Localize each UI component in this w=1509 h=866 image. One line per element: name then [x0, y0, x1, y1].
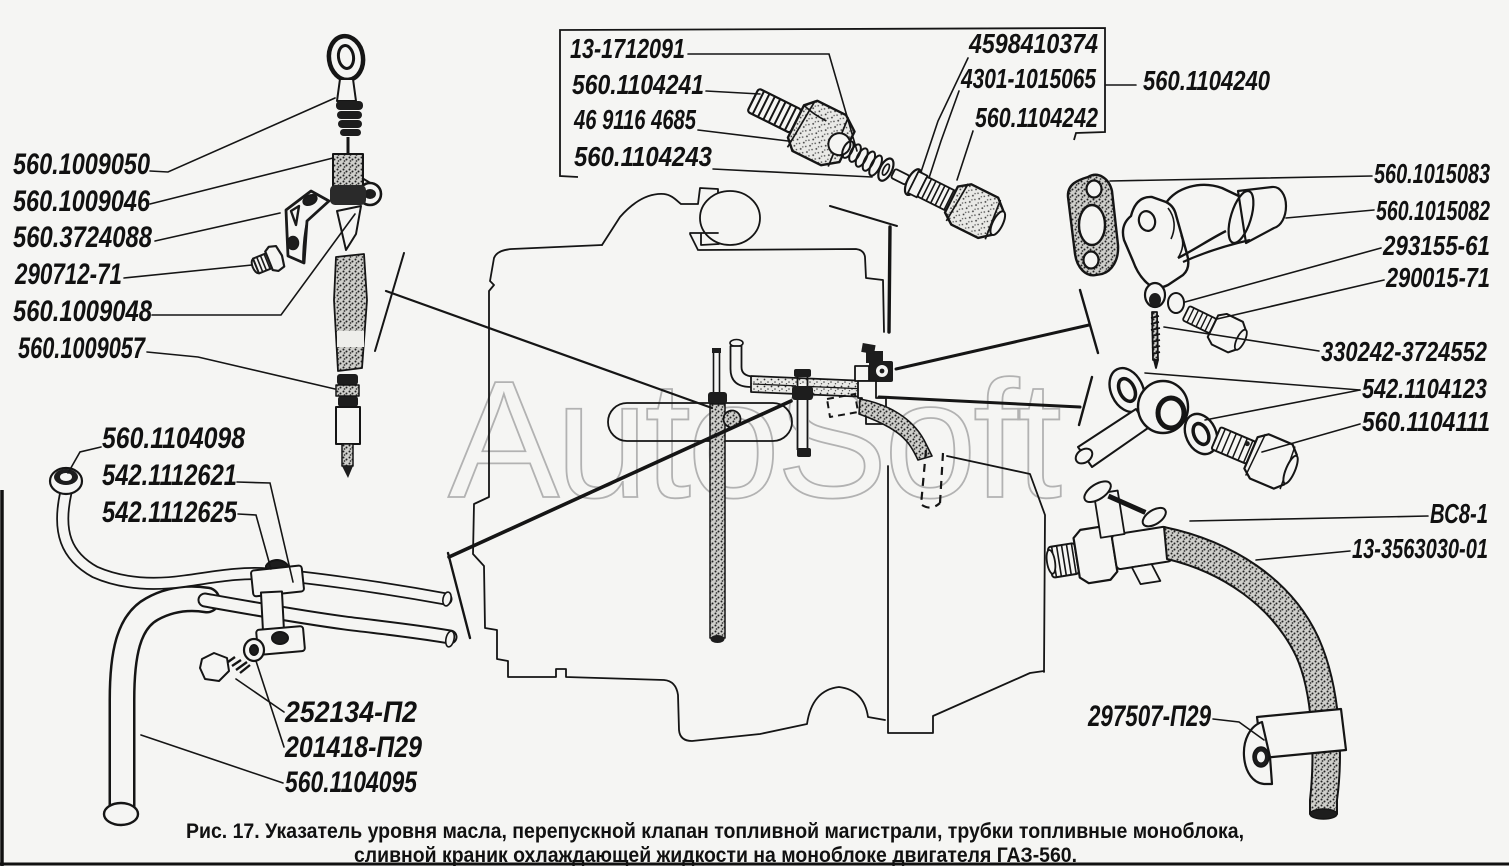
svg-text:560.1009057: 560.1009057	[18, 332, 146, 365]
svg-text:13-1712091: 13-1712091	[570, 33, 685, 64]
svg-text:560.1009050: 560.1009050	[13, 148, 150, 181]
svg-text:560.1015083: 560.1015083	[1374, 158, 1490, 189]
svg-text:201418-П29: 201418-П29	[284, 731, 422, 764]
svg-text:560.1104098: 560.1104098	[102, 422, 245, 455]
svg-text:542.1112621: 542.1112621	[102, 459, 237, 492]
svg-text:560.1104095: 560.1104095	[285, 766, 418, 799]
svg-text:560.1104240: 560.1104240	[1143, 65, 1270, 96]
svg-text:560.1009048: 560.1009048	[13, 295, 152, 328]
svg-text:13-3563030-01: 13-3563030-01	[1352, 533, 1488, 564]
svg-text:46 9116 4685: 46 9116 4685	[573, 104, 696, 135]
svg-text:4598410374: 4598410374	[968, 28, 1098, 59]
svg-text:330242-3724552: 330242-3724552	[1321, 336, 1487, 367]
svg-text:ВС8-1: ВС8-1	[1430, 498, 1488, 529]
svg-text:AutoSoft: AutoSoft	[448, 347, 1062, 533]
svg-text:560.1104241: 560.1104241	[572, 69, 704, 100]
svg-text:сливной краник охлаждающей жид: сливной краник охлаждающей жидкости на м…	[354, 843, 1077, 866]
svg-text:560.1015082: 560.1015082	[1376, 195, 1490, 226]
svg-text:Рис. 17. Указатель уровня масл: Рис. 17. Указатель уровня масла, перепус…	[186, 819, 1244, 843]
svg-text:297507-П29: 297507-П29	[1087, 700, 1211, 733]
svg-text:4301-1015065: 4301-1015065	[960, 63, 1096, 94]
svg-text:290712-71: 290712-71	[14, 258, 122, 291]
svg-text:542.1112625: 542.1112625	[102, 496, 238, 529]
svg-text:252134-П2: 252134-П2	[284, 696, 417, 729]
svg-text:293155-61: 293155-61	[1382, 230, 1490, 261]
svg-text:560.1104111: 560.1104111	[1362, 406, 1490, 437]
svg-text:560.1104243: 560.1104243	[574, 141, 712, 172]
svg-text:560.1009046: 560.1009046	[13, 185, 150, 218]
svg-text:542.1104123: 542.1104123	[1362, 373, 1487, 404]
svg-text:290015-71: 290015-71	[1385, 262, 1490, 293]
svg-text:560.3724088: 560.3724088	[13, 221, 152, 254]
svg-text:560.1104242: 560.1104242	[975, 102, 1098, 133]
